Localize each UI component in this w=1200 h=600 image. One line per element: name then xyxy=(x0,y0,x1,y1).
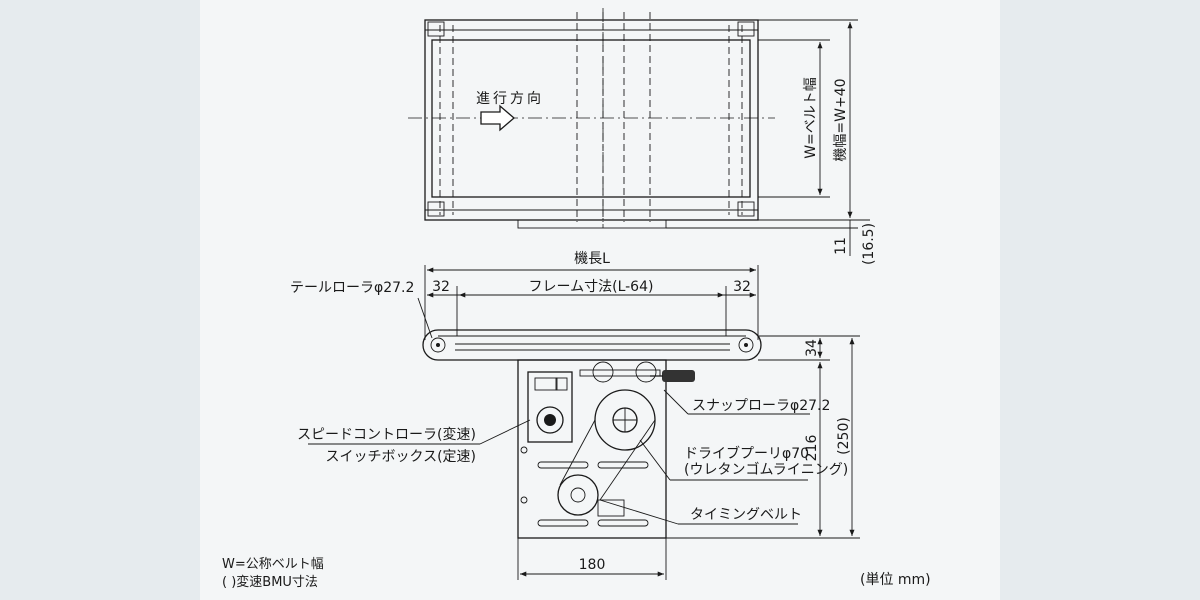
drive-unit-top xyxy=(517,219,667,229)
unit-label: (単位 mm) xyxy=(860,572,931,588)
drive-pulley-label: ドライブプーリφ70 xyxy=(684,445,809,462)
motor-pulley xyxy=(557,474,599,516)
frame-dimension-label: フレーム寸法(L-64) xyxy=(529,279,654,295)
switch-box-label: スイッチボックス(定速) xyxy=(325,449,476,465)
corner-bracket xyxy=(427,201,445,217)
note-w: W=公称ベルト幅 xyxy=(222,557,324,572)
speed-knob-icon xyxy=(536,406,564,434)
speed-controller xyxy=(527,371,573,443)
tail-roller-label: テールローラφ27.2 xyxy=(290,280,414,296)
belt-surface xyxy=(431,39,751,198)
machine-width-label: 機幅=W+40 xyxy=(833,78,849,161)
tension-handle xyxy=(662,370,695,382)
side-view-dimensions: 機長L 32 フレーム寸法(L-64) 32 テールローラφ27.2 34 21… xyxy=(290,251,860,580)
side-view xyxy=(422,329,762,539)
dim-34: 34 xyxy=(804,339,820,357)
drive-unit-box xyxy=(517,359,667,539)
top-frame xyxy=(424,19,759,221)
direction-arrow-icon xyxy=(480,104,515,132)
top-view-dimensions: W=ベルト幅 機幅=W+40 11 (16.5) xyxy=(666,19,877,265)
corner-bracket xyxy=(737,21,755,37)
dim-32-left: 32 xyxy=(432,279,450,295)
conveyor-body xyxy=(422,329,762,361)
direction-label: 進行方向 xyxy=(476,91,544,107)
machine-length-label: 機長L xyxy=(574,251,610,267)
corner-bracket xyxy=(737,201,755,217)
tail-roller-right xyxy=(738,337,754,353)
top-view: 進行方向 xyxy=(408,8,775,229)
snap-roller-label: スナップローラφ27.2 xyxy=(692,398,830,414)
dim-32-right: 32 xyxy=(733,279,751,295)
dim-216: 216 xyxy=(804,435,820,462)
dim-250: (250) xyxy=(836,417,852,455)
drive-pulley-note: (ウレタンゴムライニング) xyxy=(684,461,848,478)
snap-roller xyxy=(592,361,614,383)
belt-width-label: W=ベルト幅 xyxy=(803,77,819,159)
dim-180: 180 xyxy=(579,557,606,573)
speed-controller-label: スピードコントローラ(変速) xyxy=(297,426,476,443)
note-bmu: ( )変速BMU寸法 xyxy=(222,574,318,590)
mount-slots xyxy=(537,461,649,527)
display-window xyxy=(534,377,558,391)
tail-roller-left xyxy=(430,337,446,353)
snap-roller xyxy=(635,361,657,383)
corner-bracket xyxy=(427,21,445,37)
dim-16-5: (16.5) xyxy=(861,223,877,265)
timing-belt-label: タイミングベルト xyxy=(690,507,802,523)
dim-11: 11 xyxy=(833,237,849,255)
